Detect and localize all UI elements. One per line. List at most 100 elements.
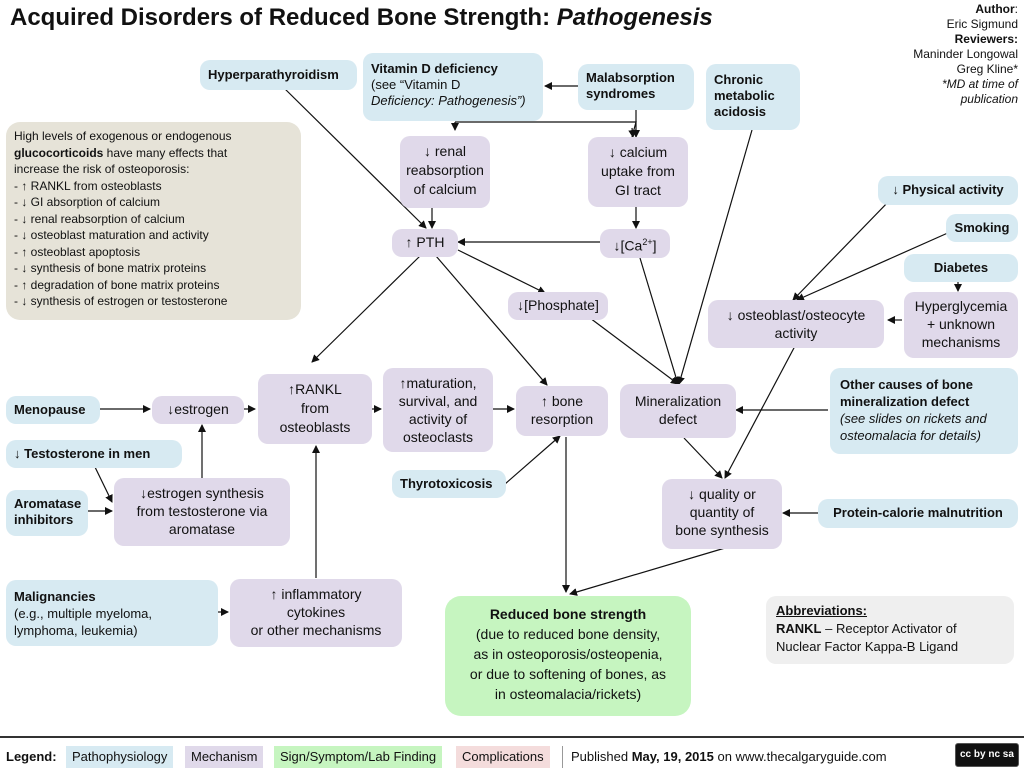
diabetes-node: Diabetes xyxy=(904,254,1018,282)
author-note-1: *MD at time of xyxy=(941,77,1018,91)
arrow-vitd-calcium xyxy=(455,121,637,138)
renal-reabsorption-node: ↓ renal reabsorption of calcium xyxy=(400,136,490,208)
menopause-node: Menopause xyxy=(6,396,100,424)
osteoblast-line1: ↓ osteoblast/osteocyte xyxy=(726,307,866,323)
chronic-line3: acidosis xyxy=(714,104,767,119)
quality-line3: bone synthesis xyxy=(675,522,769,538)
matur-line4: osteoclasts xyxy=(402,429,474,445)
vitamin-d-sub1: (see “Vitamin D xyxy=(371,77,461,92)
bone-resorption-node: ↑ bone resorption xyxy=(516,386,608,436)
malabsorption-node: Malabsorption syndromes xyxy=(578,64,694,110)
gluco-intro2: have many effects that xyxy=(103,145,228,160)
renal-line3: of calcium xyxy=(413,181,477,197)
malig-line1: Malignancies xyxy=(14,589,96,604)
estrogen-synthesis-node: ↓estrogen synthesis from testosterone vi… xyxy=(114,478,290,546)
cc-license-icon: cc by nc sa xyxy=(955,743,1019,767)
legend-bar: Legend: Pathophysiology Mechanism Sign/S… xyxy=(0,736,1024,769)
matur-line1: ↑maturation, xyxy=(399,375,477,391)
inflammatory-cytokines-node: ↑ inflammatory cytokines or other mechan… xyxy=(230,579,402,647)
gluco-item: - ↑ osteoblast apoptosis xyxy=(14,244,141,259)
arrow-pth-resorption xyxy=(435,255,548,386)
pub-post: on www.thecalgaryguide.com xyxy=(713,749,887,764)
inflam-line3: or other mechanisms xyxy=(250,622,382,638)
published-info: Published May, 19, 2015 on www.thecalgar… xyxy=(562,746,893,768)
reviewer-2: Greg Kline* xyxy=(956,62,1018,76)
hyperglyc-line3: mechanisms xyxy=(921,334,1001,350)
rankl-line1: ↑RANKL xyxy=(288,381,342,397)
legend-sign: Sign/Symptom/Lab Finding xyxy=(274,746,443,768)
aromatase-line1: Aromatase xyxy=(14,496,82,511)
estsyn-line1: ↓estrogen synthesis xyxy=(140,485,264,501)
protein-calorie-node: Protein-calorie malnutrition xyxy=(818,499,1018,528)
ca-post: ] xyxy=(652,237,657,254)
arrow-vitd-calcium-head xyxy=(628,127,637,138)
reduced-title: Reduced bone strength xyxy=(489,606,647,622)
chronic-line2: metabolic xyxy=(714,88,775,103)
pub-date: May, 19, 2015 xyxy=(631,749,714,764)
arrow-physical-osteoblast xyxy=(792,199,891,301)
gluco-item: - ↓ synthesis of bone matrix proteins xyxy=(14,261,207,275)
gluco-item: - ↑ RANKL from osteoblasts xyxy=(14,178,162,193)
abbreviations-box: Abbreviations: RANKL – Receptor Activato… xyxy=(766,596,1014,664)
mineralization-defect-node: Mineralization defect xyxy=(620,384,736,438)
arrow-testo-estsyn xyxy=(93,464,113,503)
ca-pre: ↓[Ca xyxy=(613,237,643,254)
author-name: Eric Sigmund xyxy=(946,17,1018,31)
rankl-line3: osteoblasts xyxy=(279,419,351,435)
renal-line2: reabsorption xyxy=(406,162,484,178)
gluco-item: - ↓ renal reabsorption of calcium xyxy=(14,211,185,226)
reduced-line2: (due to reduced bone density, xyxy=(475,626,661,642)
calcium-level-node: ↓[Ca2+] xyxy=(600,229,670,258)
vitamin-d-node: Vitamin D deficiency (see “Vitamin D Def… xyxy=(363,53,543,121)
abbr-title: Abbreviations: xyxy=(776,603,868,618)
malig-line2: (e.g., multiple myeloma, xyxy=(14,606,152,621)
vitamin-d-title: Vitamin D deficiency xyxy=(371,61,498,76)
arrow-pth-rankl xyxy=(311,255,421,363)
legend-pathophysiology: Pathophysiology xyxy=(66,746,174,768)
matur-line3: activity of xyxy=(408,411,468,427)
thyrotoxicosis-node: Thyrotoxicosis xyxy=(392,470,506,498)
author-note-2: publication xyxy=(960,92,1018,106)
gluco-item: - ↓ osteoblast maturation and activity xyxy=(14,228,209,242)
hyperglyc-line2: + unknown xyxy=(926,316,996,332)
estsyn-line3: aromatase xyxy=(168,521,236,537)
physical-activity-node: ↓ Physical activity xyxy=(878,176,1018,205)
other-line2: mineralization defect xyxy=(840,394,970,409)
ca-sup: 2+ xyxy=(642,237,653,247)
arrow-pth-phosphate xyxy=(457,249,546,294)
other-line1: Other causes of bone xyxy=(840,377,973,392)
smoking-node: Smoking xyxy=(946,214,1018,242)
author-block: Author: Eric Sigmund Reviewers: Maninder… xyxy=(913,2,1018,106)
aromatase-inhibitors-node: Aromatase inhibitors xyxy=(6,490,88,536)
osteoclast-node: ↑maturation, survival, and activity of o… xyxy=(383,368,493,452)
other-causes-node: Other causes of bone mineralization defe… xyxy=(830,368,1018,454)
arrow-phosphate-mineral xyxy=(589,317,679,385)
arrow-smoking-osteoblast xyxy=(796,231,951,301)
arrow-ca-mineral xyxy=(639,257,680,385)
arrow-mineral-quality xyxy=(683,437,723,479)
osteoblast-activity-node: ↓ osteoblast/osteocyte activity xyxy=(708,300,884,348)
flow-arrows xyxy=(88,82,962,616)
resorp-line2: resorption xyxy=(530,411,594,427)
hyperglycemia-node: Hyperglycemia + unknown mechanisms xyxy=(904,292,1018,358)
osteoblast-line2: activity xyxy=(774,325,818,341)
rankl-line2: from xyxy=(301,400,329,416)
estsyn-line2: from testosterone via xyxy=(136,503,268,519)
gluco-intro1: High levels of exogenous or endogenous xyxy=(14,129,232,143)
malig-line3: lymphoma, leukemia) xyxy=(14,623,138,638)
author-label: Author xyxy=(975,2,1015,16)
page-title: Acquired Disorders of Reduced Bone Stren… xyxy=(10,4,713,31)
reviewers-label: Reviewers: xyxy=(954,32,1018,46)
gluco-intro3: increase the risk of osteoporosis: xyxy=(14,162,190,176)
abbr-term: RANKL xyxy=(776,621,822,636)
calcium-line3: GI tract xyxy=(615,182,661,198)
matur-line2: survival, and xyxy=(398,393,478,409)
rankl-node: ↑RANKL from osteoblasts xyxy=(258,374,372,444)
bone-synthesis-node: ↓ quality or quantity of bone synthesis xyxy=(662,479,782,549)
malignancies-node: Malignancies (e.g., multiple myeloma, ly… xyxy=(6,580,218,646)
testosterone-node: ↓ Testosterone in men xyxy=(6,440,182,468)
hyperglyc-line1: Hyperglycemia xyxy=(914,298,1008,314)
inflam-line1: ↑ inflammatory xyxy=(270,586,362,602)
calcium-line1: ↓ calcium xyxy=(608,144,668,160)
estrogen-node: ↓estrogen xyxy=(152,396,244,424)
